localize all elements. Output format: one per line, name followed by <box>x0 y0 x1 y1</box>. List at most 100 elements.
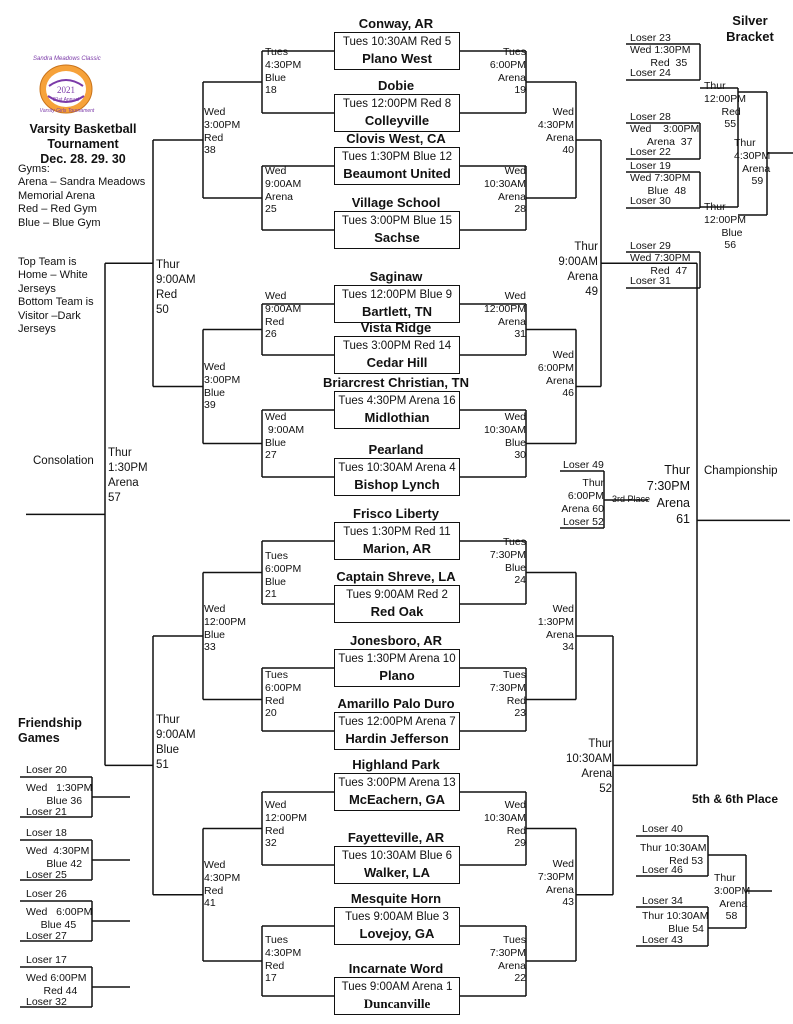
title-line-3: Dec. 28. 29. 30 <box>40 152 126 166</box>
team-top: Clovis West, CA <box>346 131 446 146</box>
silver-game: Wed 1:30PM Red 35 <box>630 44 691 69</box>
team-top: Incarnate Word <box>348 961 444 976</box>
game-time: Tues 3:00PM Arena 13 <box>338 777 456 789</box>
championship-game: Thur 7:30PM Arena 61 <box>646 463 690 526</box>
fifth-game-53: Thur 10:30AM Red 53 <box>640 842 707 867</box>
team-bottom: Colleyville <box>364 113 430 128</box>
jersey-line: Home – White <box>18 269 88 282</box>
logo-year: 2021 <box>57 85 75 95</box>
consolation-label: Consolation <box>33 455 94 467</box>
silver-loser-top: Loser 29 <box>630 240 671 252</box>
friendship-game: Wed 6:00PM Red 44 <box>26 972 87 997</box>
team-top: Conway, AR <box>358 16 434 31</box>
jersey-line: Jerseys <box>18 323 56 336</box>
game-18: Tues 4:30PM Blue 18 <box>265 46 302 97</box>
team-bottom: Sachse <box>374 230 420 245</box>
team-top: Jonesboro, AR <box>350 633 442 648</box>
title-line-2: Tournament <box>47 137 119 151</box>
team-bottom: Beaumont United <box>343 166 451 181</box>
friendship-title-2: Games <box>18 731 60 745</box>
team-bottom: Walker, LA <box>364 865 430 880</box>
game-24: Tues 7:30PM Blue 24 <box>489 536 526 587</box>
game-41: Wed 4:30PM Red 41 <box>204 859 241 910</box>
team-bottom: McEachern, GA <box>348 792 446 807</box>
game-20: Tues 6:00PM Red 20 <box>265 669 302 720</box>
fifth-game-54: Thur 10:30AM Blue 54 <box>642 910 709 935</box>
logo-name: Sandra Meadows Classic <box>33 56 101 62</box>
game-time: Tues 9:00AM Blue 3 <box>345 911 449 923</box>
game-51: Thur 9:00AM Blue 51 <box>156 714 196 771</box>
fifth-sixth-title-text: 5th & 6th Place <box>692 792 779 806</box>
title-line-1: Varsity Basketball <box>29 122 137 136</box>
silver-game-59: Thur 4:30PM Arena 59 <box>734 137 771 188</box>
silver-loser-bottom: Loser 24 <box>630 67 671 79</box>
game-22: Tues 7:30PM Arena 22 <box>489 934 526 985</box>
team-bottom: Duncanville <box>363 996 431 1011</box>
game-33: Wed 12:00PM Blue 33 <box>204 603 247 654</box>
jersey-legend: Top Team is Home – White Jerseys Bottom … <box>18 256 94 336</box>
game-34: Wed 1:30PM Arena 34 <box>537 603 574 654</box>
friendship-game: Wed 6:00PM Blue 45 <box>26 906 93 931</box>
game-time: Tues 1:30PM Red 11 <box>343 526 451 538</box>
championship-label: Championship <box>704 465 778 477</box>
team-top: Dobie <box>377 78 415 93</box>
team-top: Mesquite Horn <box>350 891 442 906</box>
fifth-game-58: Thur 3:00PM Arena 58 <box>714 872 751 923</box>
round1-game-box: Tues 9:00AM Blue 3 Lovejoy, GA <box>334 907 460 945</box>
game-time: Tues 1:30PM Blue 12 <box>341 151 453 163</box>
team-top: Pearland <box>368 442 424 457</box>
game-19: Tues 6:00PM Arena 19 <box>489 46 526 97</box>
team-top: Captain Shreve, LA <box>336 569 456 584</box>
fifth-sixth-title: 5th & 6th Place <box>692 792 778 806</box>
team-bottom: Red Oak <box>370 604 424 619</box>
game-time: Tues 10:30AM Arena 4 <box>338 462 456 474</box>
game-28: Wed 10:30AM Arena 28 <box>483 165 526 216</box>
gyms-legend: Gyms: Arena – Sandra Meadows Memorial Ar… <box>18 163 145 230</box>
friendship-title-1: Friendship <box>18 716 82 730</box>
round1-game-box: Tues 3:00PM Arena 13 McEachern, GA <box>334 773 460 811</box>
gym-arena: Arena – Sandra Meadows <box>18 176 146 189</box>
silver-title-1: Silver <box>732 13 768 28</box>
game-50: Thur 9:00AM Red 50 <box>156 259 196 316</box>
silver-loser-bottom: Loser 22 <box>630 146 671 158</box>
game-time: Tues 10:30AM Blue 6 <box>341 850 453 862</box>
logo-subtitle: Varsity Girls Tournament <box>39 108 95 114</box>
silver-loser-top: Loser 28 <box>630 111 671 123</box>
tournament-logo: 2021 Sandra Meadows Classic 21st Annual … <box>33 56 101 116</box>
team-bottom: Bartlett, TN <box>361 304 433 319</box>
silver-game: Wed 7:30PM Blue 48 <box>630 172 691 197</box>
team-bottom: Midlothian <box>364 410 430 425</box>
silver-game: Wed 3:00PM Arena 37 <box>630 123 700 148</box>
game-29: Wed 10:30AM Red 29 <box>483 799 526 850</box>
game-27: Wed 9:00AM Blue 27 <box>265 411 305 462</box>
round1-game-box: Tues 10:30AM Blue 6 Walker, LA <box>334 846 460 884</box>
logo-annual: 21st Annual <box>53 97 80 103</box>
friendship-loser-bottom: Loser 25 <box>26 869 67 881</box>
fifth-loser-46: Loser 46 <box>642 864 683 876</box>
fifth-loser-34: Loser 34 <box>642 895 683 907</box>
game-time: Tues 9:00AM Arena 1 <box>341 981 453 993</box>
game-52: Thur 10:30AM Arena 52 <box>565 738 612 795</box>
friendship-loser-top: Loser 26 <box>26 888 67 900</box>
fifth-loser-40: Loser 40 <box>642 823 683 835</box>
team-bottom: Lovejoy, GA <box>359 926 435 941</box>
team-top: Highland Park <box>352 757 440 772</box>
third-loser-bottom: Loser 52 <box>563 516 604 528</box>
third-place-label: 3rd Place <box>612 494 651 504</box>
silver-title-2: Bracket <box>726 28 774 44</box>
team-bottom: Cedar Hill <box>366 355 428 370</box>
silver-game: Wed 7:30PM Red 47 <box>630 252 691 277</box>
gyms-label: Gyms: <box>18 163 50 175</box>
team-top: Frisco Liberty <box>353 506 439 521</box>
game-23: Tues 7:30PM Red 23 <box>489 669 526 720</box>
game-32: Wed 12:00PM Red 32 <box>265 799 308 850</box>
game-time: Tues 1:30PM Arena 10 <box>338 653 456 665</box>
